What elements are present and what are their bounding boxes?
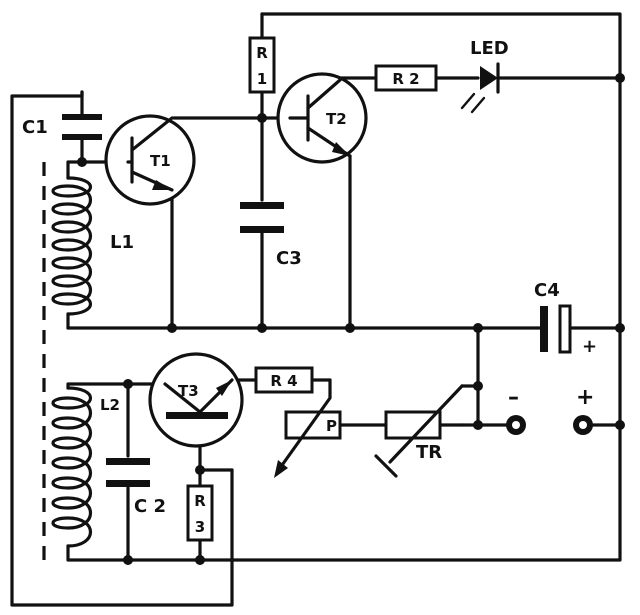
- resistor-r2: R 2: [374, 64, 438, 92]
- p-label: P: [326, 417, 337, 435]
- capacitor-c4: C4 +: [534, 280, 597, 357]
- plus-sign: +: [576, 385, 594, 410]
- tr-label: TR: [416, 442, 442, 463]
- led-diode: LED: [460, 38, 509, 114]
- transistor-t2: T2: [276, 72, 368, 164]
- r2-label: R 2: [392, 70, 419, 88]
- c4-label: C4: [534, 280, 560, 301]
- terminal-plus: +: [573, 385, 594, 435]
- terminal-minus: –: [506, 385, 526, 435]
- capacitor-c2: C 2: [106, 458, 166, 517]
- capacitor-c3: C3: [240, 202, 302, 269]
- c2-label: C 2: [134, 496, 166, 517]
- r1-label: R: [256, 44, 268, 62]
- wires: [10, 12, 622, 607]
- l1-label: L1: [110, 232, 134, 253]
- t2-label: T2: [326, 110, 347, 128]
- minus-sign: –: [508, 385, 519, 410]
- transistor-t1: T1: [104, 114, 196, 206]
- resistor-r1: R 1: [248, 36, 276, 94]
- resistor-r3: R 3: [186, 484, 214, 542]
- r4-label: R 4: [270, 372, 297, 390]
- inductor-l1: L1: [51, 176, 134, 316]
- wire-outer-loop: [10, 90, 234, 607]
- r3-number: 3: [195, 518, 205, 536]
- c4-plus-mark: +: [582, 336, 597, 357]
- t3-label: T3: [178, 382, 199, 400]
- l2-label: L2: [100, 396, 120, 414]
- wire-l2-top: [66, 382, 167, 390]
- r3-label: R: [194, 492, 206, 510]
- r1-number: 1: [257, 70, 267, 88]
- trimmer-tr: TR: [374, 384, 480, 478]
- junctions: [77, 73, 625, 565]
- t1-label: T1: [150, 152, 171, 170]
- c1-label: C1: [22, 117, 48, 138]
- c3-label: C3: [276, 248, 302, 269]
- transistor-t3: T3: [148, 352, 244, 448]
- potentiometer-p: P: [274, 378, 342, 478]
- inductor-l2: L2: [51, 386, 120, 548]
- wire-bottom-rail: [66, 423, 622, 562]
- led-label: LED: [470, 38, 509, 59]
- wire-top-rail: [260, 12, 622, 427]
- resistor-r4: R 4: [254, 366, 314, 394]
- capacitor-c1: C1: [22, 114, 102, 140]
